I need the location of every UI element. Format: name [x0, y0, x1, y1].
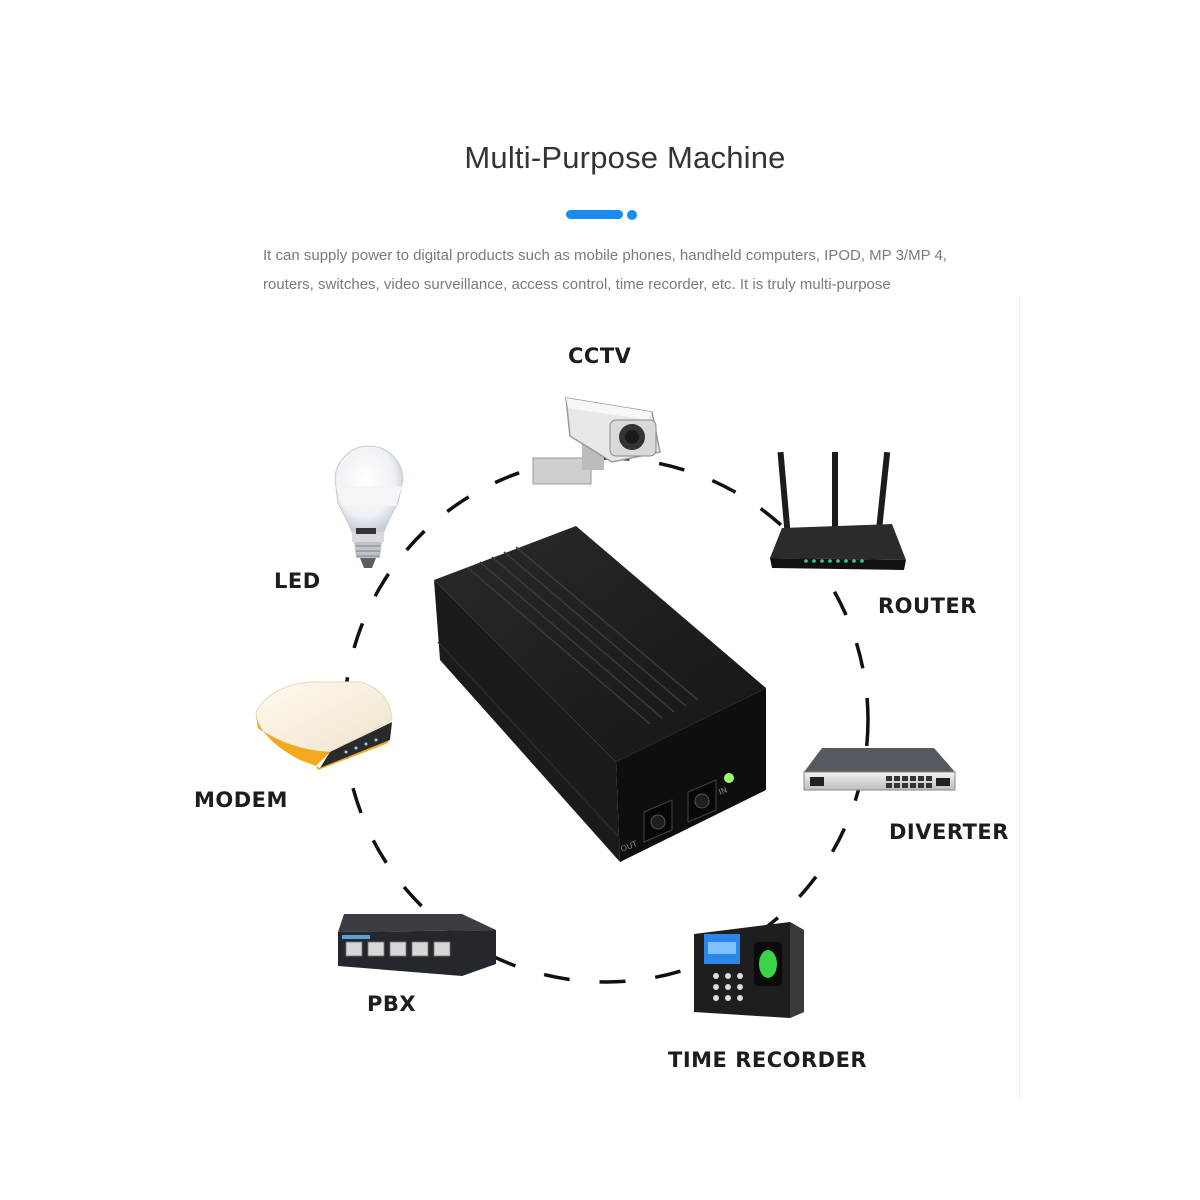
diverter-switch-icon	[803, 748, 956, 791]
label-time-recorder: TIME RECORDER	[668, 1048, 868, 1072]
label-cctv: CCTV	[568, 344, 632, 368]
description: It can supply power to digital products …	[263, 241, 963, 299]
label-router: ROUTER	[878, 594, 977, 618]
led-bulb-icon	[334, 445, 404, 568]
page-title: Multi-Purpose Machine	[464, 140, 786, 175]
ups-box-icon	[434, 526, 766, 862]
accent-bar	[566, 210, 623, 219]
accent-dot	[627, 210, 637, 220]
label-modem: MODEM	[194, 788, 288, 812]
time-recorder-icon	[694, 922, 804, 1018]
label-diverter: DIVERTER	[889, 820, 1009, 844]
description-line-1: It can supply power to digital products …	[263, 247, 947, 264]
port-in-label: IN	[717, 785, 728, 796]
label-led: LED	[274, 569, 321, 593]
description-line-2: routers, switches, video surveillance, a…	[263, 276, 891, 293]
divider-line	[1019, 296, 1020, 1100]
modem-icon	[255, 681, 393, 770]
router-icon	[770, 451, 906, 570]
label-pbx: PBX	[367, 992, 417, 1016]
cctv-camera-icon	[532, 397, 661, 485]
pbx-switch-icon	[338, 914, 496, 976]
